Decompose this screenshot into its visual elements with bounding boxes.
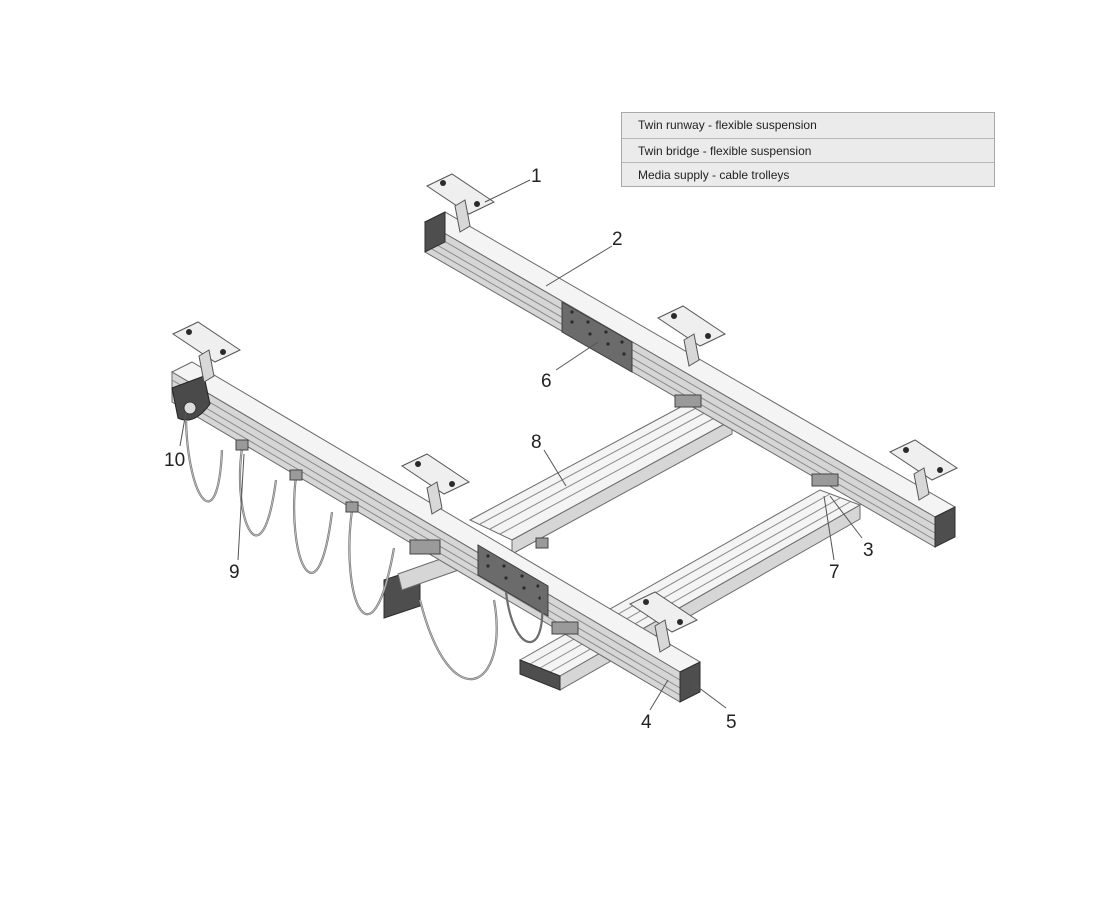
callout-5: 5 — [726, 712, 737, 733]
callout-4: 4 — [641, 712, 652, 733]
legend-row-twin-runway: Twin runway - flexible suspension — [638, 118, 817, 132]
callout-8: 8 — [531, 432, 542, 453]
callout-9: 9 — [229, 562, 240, 583]
callout-6: 6 — [541, 371, 552, 392]
hanger — [171, 321, 242, 383]
hanger — [425, 173, 496, 233]
callout-2: 2 — [612, 229, 623, 250]
hanger — [656, 305, 727, 367]
callout-1: 1 — [531, 166, 542, 187]
callout-10: 10 — [164, 450, 185, 471]
runway-front — [170, 361, 702, 703]
callout-labels: 1 2 3 4 5 6 7 8 9 10 — [164, 166, 874, 733]
hanger — [888, 439, 959, 501]
legend-row-twin-bridge: Twin bridge - flexible suspension — [622, 138, 994, 162]
media-cable-loops — [184, 419, 549, 681]
legend-row-media-supply: Media supply - cable trolleys — [622, 162, 994, 186]
legend-table: Twin runway - flexible suspension Twin b… — [621, 112, 995, 187]
leader-lines — [179, 179, 863, 711]
callout-3: 3 — [863, 540, 874, 561]
suspension-hangers — [171, 173, 959, 653]
callout-7: 7 — [829, 562, 840, 583]
hanger — [628, 591, 699, 653]
bridge-beam-rear — [468, 401, 734, 555]
hanger — [400, 453, 471, 515]
runway-rear — [423, 211, 957, 548]
